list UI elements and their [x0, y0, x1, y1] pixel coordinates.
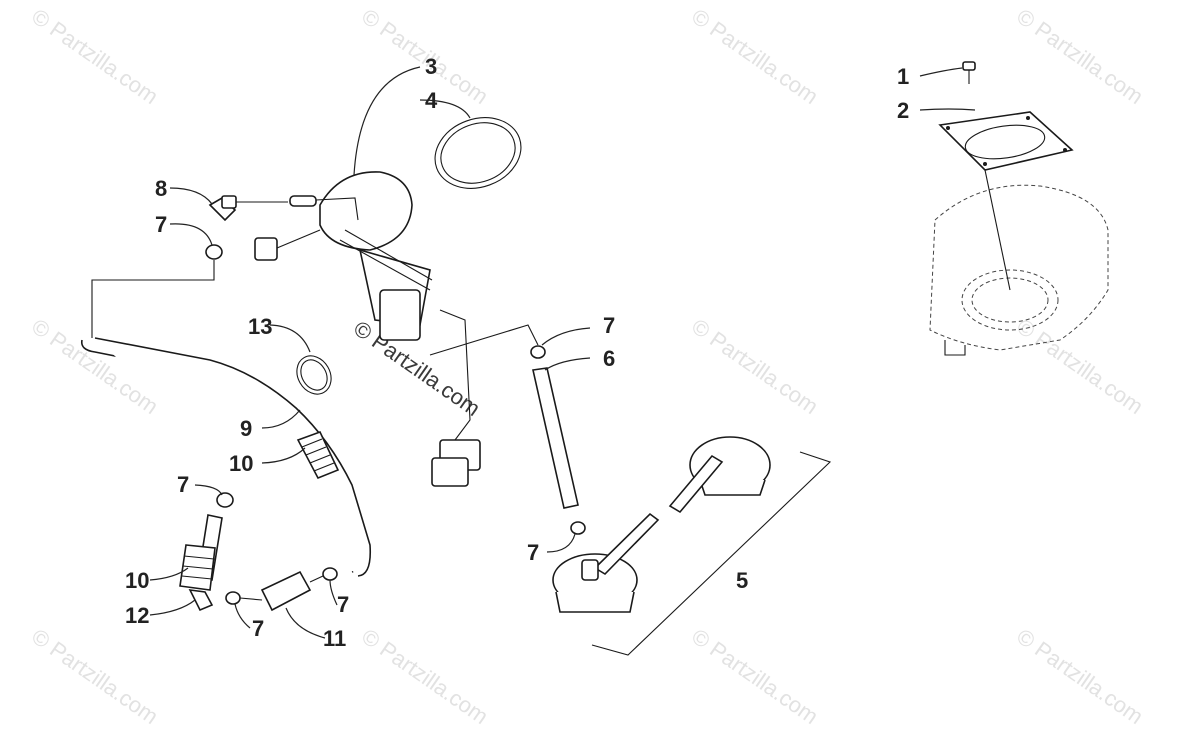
callout-11: 11 — [323, 626, 346, 651]
rollover-valve-lower-part — [552, 512, 660, 613]
callout-3: 3 — [425, 54, 437, 79]
callout-7-d: 7 — [527, 540, 539, 565]
watermark: © Partzilla.com — [357, 624, 493, 730]
hose-clamp-part — [205, 244, 223, 260]
fuel-tank-outline — [929, 169, 1109, 356]
callout-7-b: 7 — [603, 313, 615, 338]
callout-7-f: 7 — [252, 616, 264, 641]
callout-7-e: 7 — [337, 592, 349, 617]
callout-4: 4 — [425, 88, 438, 113]
watermark: © Partzilla.com — [1012, 624, 1148, 730]
callout-1: 1 — [897, 64, 909, 89]
gasket-ring-part — [434, 117, 522, 189]
watermark: © Partzilla.com — [687, 314, 823, 420]
callout-7-a: 7 — [155, 212, 167, 237]
screw-part — [962, 61, 976, 84]
callout-12: 12 — [125, 603, 149, 628]
watermark: © Partzilla.com — [27, 624, 163, 730]
rollover-valve-upper-part — [668, 436, 771, 514]
group-bracket — [591, 451, 832, 656]
watermark: © Partzilla.com — [1012, 314, 1148, 420]
callout-labels: 1 2 3 4 5 6 7 7 7 7 7 7 8 9 10 10 11 12 … — [125, 54, 909, 651]
callout-10-b: 10 — [125, 568, 149, 593]
fuel-line-part — [80, 260, 372, 577]
callout-5: 5 — [736, 568, 748, 593]
callout-10-a: 10 — [229, 451, 253, 476]
callout-7-c: 7 — [177, 472, 189, 497]
fuel-pump-assembly-part — [254, 171, 481, 487]
callout-2: 2 — [897, 98, 909, 123]
flange-plate-part — [938, 111, 1074, 171]
fuel-filter-part — [239, 567, 338, 612]
callout-9: 9 — [240, 416, 252, 441]
callout-13: 13 — [248, 314, 272, 339]
callout-8: 8 — [155, 176, 167, 201]
callout-6: 6 — [603, 346, 615, 371]
watermark: © Partzilla.com — [1012, 4, 1148, 110]
watermark: © Partzilla.com — [27, 4, 163, 110]
watermark: © Partzilla.com — [687, 4, 823, 110]
watermark: © Partzilla.com — [687, 624, 823, 730]
leader-lines — [149, 66, 976, 639]
elbow-fitting-part — [208, 195, 288, 222]
retaining-clip-part — [296, 355, 332, 395]
short-hose-part — [179, 492, 241, 612]
vent-hose-part — [429, 324, 586, 535]
